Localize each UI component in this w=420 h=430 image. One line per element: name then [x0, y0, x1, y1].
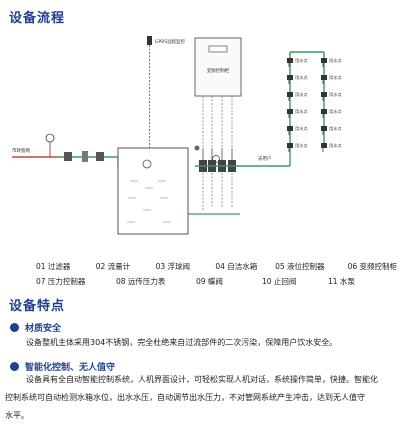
- feature-description-line: 控制系统可自动检测水箱水位，出水水压，自动调节出水压力，不对管网系统产生冲击，达…: [5, 393, 365, 402]
- outlet-label: 去用户: [258, 155, 272, 162]
- user-point-label: 用水点: [295, 74, 308, 81]
- faucet-icon: [321, 58, 327, 63]
- faucet-icon: [321, 126, 327, 131]
- user-point-label: 用水点: [329, 91, 342, 98]
- user-point-label: 用水点: [329, 74, 342, 81]
- feature-heading-text: 智能化控制、无人值守: [25, 363, 116, 373]
- gprs-module: GPRS远程监控: [147, 36, 186, 148]
- pump-group: [194, 145, 236, 172]
- user-point-label: 用水点: [329, 125, 342, 132]
- section-title-process: 设备流程: [9, 11, 66, 26]
- feature-description: 设备整机主体采用304不锈钢，完全杜绝来自过流部件的二次污染，保障用户饮水安全。: [26, 338, 338, 347]
- feature-description-line: 水平。: [5, 411, 29, 420]
- user-point-label: 用水点: [295, 57, 308, 64]
- user-point-label: 用水点: [295, 108, 308, 115]
- faucet-icon: [287, 75, 293, 80]
- legend-item: 07 压力控制器: [36, 277, 86, 286]
- legend-item: 05 液位控制器: [275, 262, 325, 271]
- legend-item: 09 蝶阀: [196, 277, 223, 286]
- gprs-label: GPRS远程监控: [155, 38, 186, 45]
- legend-row: 07 压力控制器 08 远传压力表 09 蝶阀 10 止回阀 11 水泵: [36, 274, 420, 289]
- user-point-label: 用水点: [329, 57, 342, 64]
- inlet-pipe: 市政管网: [12, 133, 119, 168]
- legend-item: 03 浮球阀: [155, 262, 190, 271]
- feature-description-line: 设备具有全自动智能控制系统，人机界面设计，可轻松实现人机对话，系统操作简单，快捷…: [26, 375, 378, 384]
- faucet-icon: [287, 109, 293, 114]
- bullet-icon: [10, 323, 19, 332]
- inlet-label: 市政管网: [12, 147, 30, 154]
- legend-item: 06 变频控制柜: [347, 262, 398, 271]
- legend-item: 01 过滤器: [36, 262, 71, 271]
- bullet-icon: [10, 362, 19, 371]
- legend-item: 02 流量计: [95, 262, 131, 271]
- water-tank: [117, 147, 240, 235]
- variable-frequency-cabinet: 变频控制柜: [194, 37, 242, 212]
- legend-item: 08 远传压力表: [116, 277, 166, 286]
- faucet-icon: [321, 92, 327, 97]
- component-legend: 01 过滤器 02 流量计 03 浮球阀 04 自洁水箱 05 液位控制器 06 变频控制…: [36, 259, 420, 289]
- legend-row: 01 过滤器 02 流量计 03 浮球阀 04 自洁水箱 05 液位控制器 06 变频控制…: [36, 259, 420, 274]
- faucet-icon: [321, 143, 327, 148]
- faucet-icon: [287, 143, 293, 148]
- user-point-label: 用水点: [329, 108, 342, 115]
- user-point-label: 用水点: [295, 142, 308, 149]
- user-point-label: 用水点: [295, 91, 308, 98]
- faucet-icon: [321, 75, 327, 80]
- user-points: 用水点用水点用水点用水点用水点用水点用水点用水点用水点用水点用水点用水点: [287, 57, 342, 152]
- faucet-icon: [287, 126, 293, 131]
- user-point-label: 用水点: [295, 125, 308, 132]
- faucet-icon: [287, 92, 293, 97]
- section-title-features: 设备特点: [9, 299, 66, 314]
- process-flow-diagram: GPRS远程监控 变频控制柜 市政管网: [12, 36, 342, 235]
- user-point-label: 用水点: [329, 142, 342, 149]
- legend-item: 10 止回阀: [262, 277, 297, 286]
- feature-heading: 材质安全: [10, 321, 61, 334]
- feature-heading: 智能化控制、无人值守: [10, 360, 115, 373]
- cabinet-label: 变频控制柜: [207, 67, 230, 74]
- feature-heading-text: 材质安全: [25, 324, 62, 334]
- faucet-icon: [321, 109, 327, 114]
- faucet-icon: [287, 58, 293, 63]
- legend-item: 11 水泵: [328, 277, 355, 286]
- legend-item: 04 自洁水箱: [215, 262, 258, 271]
